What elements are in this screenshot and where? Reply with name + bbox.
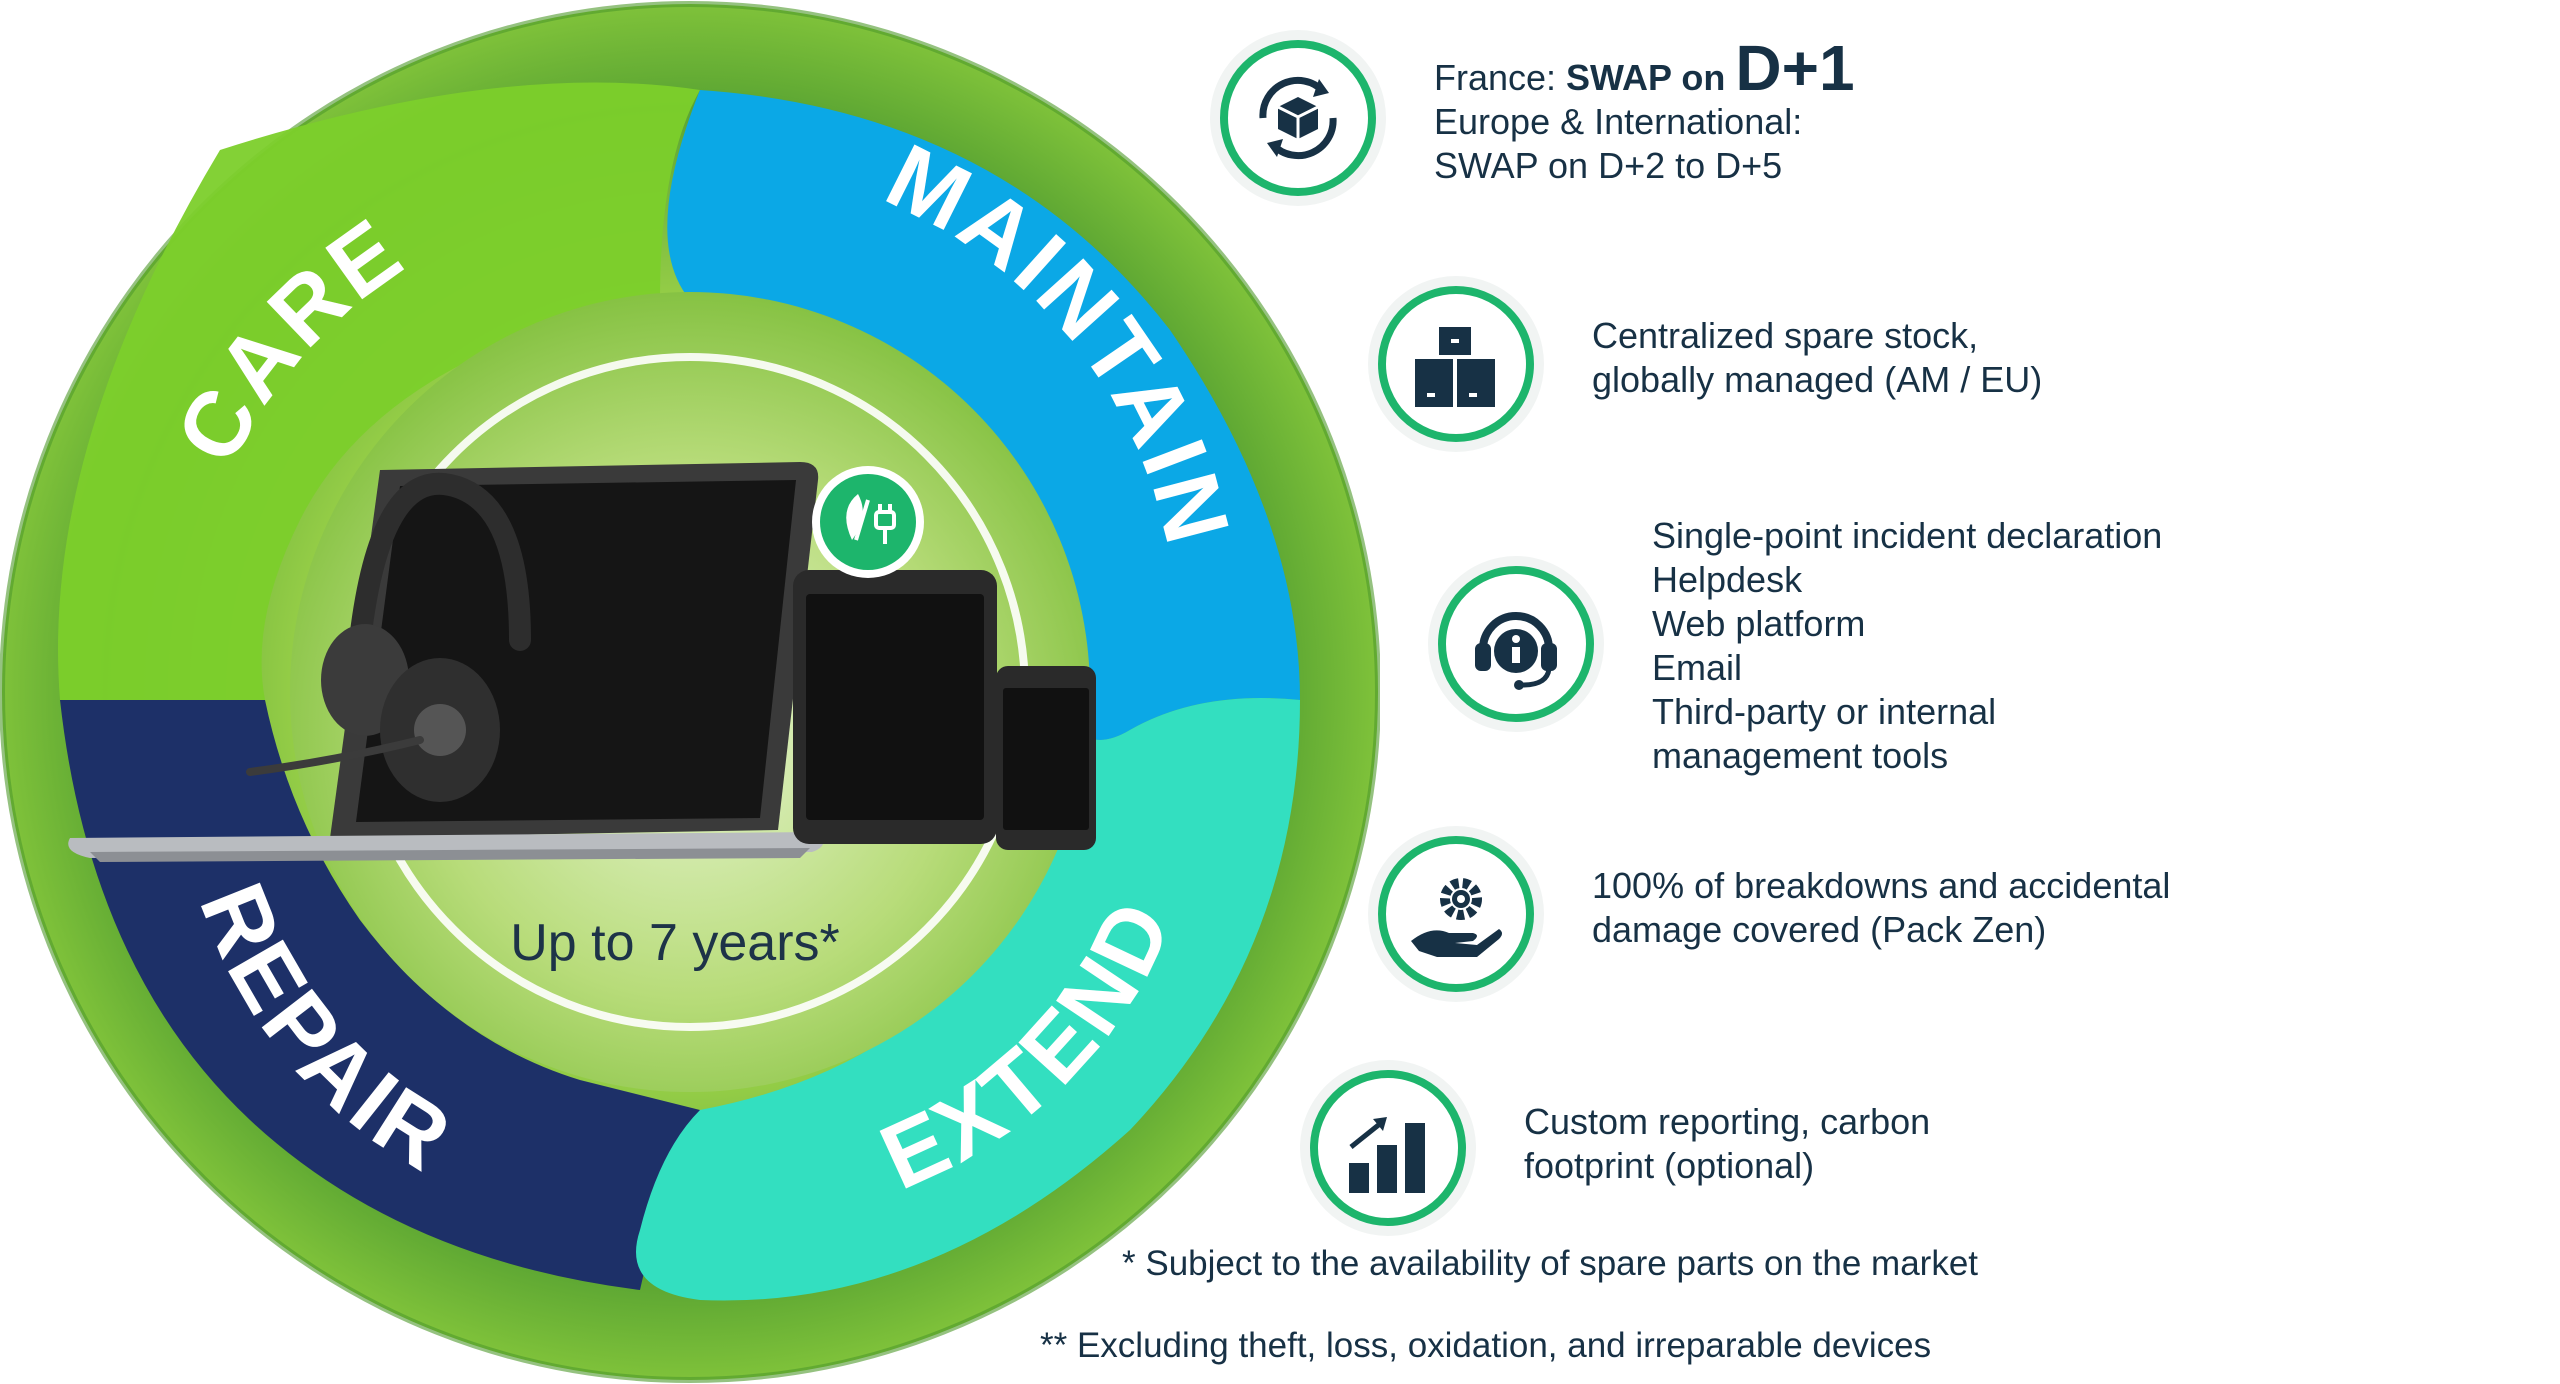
tablet-icon [793, 570, 997, 844]
segment-maintain [667, 90, 1300, 740]
feature-stock-line2: globally managed (AM / EU) [1592, 359, 2043, 400]
footnote-exclusions: ** Excluding theft, loss, oxidation, and… [1040, 1326, 1932, 1365]
segment-extend [636, 698, 1300, 1301]
eco-plug-badge-icon [812, 466, 924, 578]
feature-coverage-line2: damage covered (Pack Zen) [1592, 909, 2047, 950]
feature-incident: Single-point incident declaration Helpde… [1428, 514, 2162, 778]
feature-swap-line2: Europe & International: [1434, 101, 1803, 142]
bar-chart-icon [1349, 1117, 1425, 1193]
feature-swap-france-day: D+1 [1735, 32, 1855, 104]
feature-coverage: 100% of breakdowns and accidental damage… [1368, 826, 2170, 1002]
feature-incident-badge [1428, 556, 1604, 732]
feature-incident-line4: Email [1652, 647, 1743, 688]
feature-swap-badge [1210, 30, 1386, 206]
headset-info-icon [1475, 612, 1557, 690]
feature-stock-line1: Centralized spare stock, [1592, 315, 1979, 356]
feature-stock-badge [1368, 276, 1544, 452]
stacked-boxes-icon [1415, 327, 1495, 407]
feature-stock: Centralized spare stock, globally manage… [1368, 276, 2042, 452]
feature-coverage-badge [1368, 826, 1544, 1002]
feature-reporting: Custom reporting, carbon footprint (opti… [1300, 1060, 1930, 1236]
footnote-spare-parts: * Subject to the availability of spare p… [1122, 1244, 1979, 1283]
feature-coverage-line1: 100% of breakdowns and accidental [1592, 865, 2171, 906]
feature-swap-line3: SWAP on D+2 to D+5 [1434, 145, 1783, 186]
feature-incident-line6: management tools [1652, 735, 1949, 776]
segment-care [58, 82, 700, 700]
feature-reporting-line2: footprint (optional) [1524, 1145, 1815, 1186]
gear-hand-icon [1411, 878, 1502, 957]
phone-icon [996, 666, 1096, 850]
feature-incident-line3: Web platform [1652, 603, 1866, 644]
feature-reporting-badge [1300, 1060, 1476, 1236]
feature-incident-line2: Helpdesk [1652, 559, 1803, 600]
feature-swap-france-label: France: [1434, 57, 1567, 98]
headset-icon [246, 472, 531, 802]
feature-incident-line1: Single-point incident declaration [1652, 515, 2163, 556]
feature-swap: France: SWAP on D+1 Europe & Internation… [1210, 30, 1855, 206]
devices-illustration [68, 462, 1096, 862]
feature-incident-line5: Third-party or internal [1652, 691, 1997, 732]
feature-swap-france-swap: SWAP on [1566, 57, 1736, 98]
center-text: Up to 7 years* [510, 914, 840, 972]
lifecycle-wheel: CARE MAINTAIN REPAIR EXTEND [0, 1, 1380, 1383]
feature-reporting-line1: Custom reporting, carbon [1524, 1101, 1931, 1142]
swap-box-icon [1259, 76, 1337, 160]
